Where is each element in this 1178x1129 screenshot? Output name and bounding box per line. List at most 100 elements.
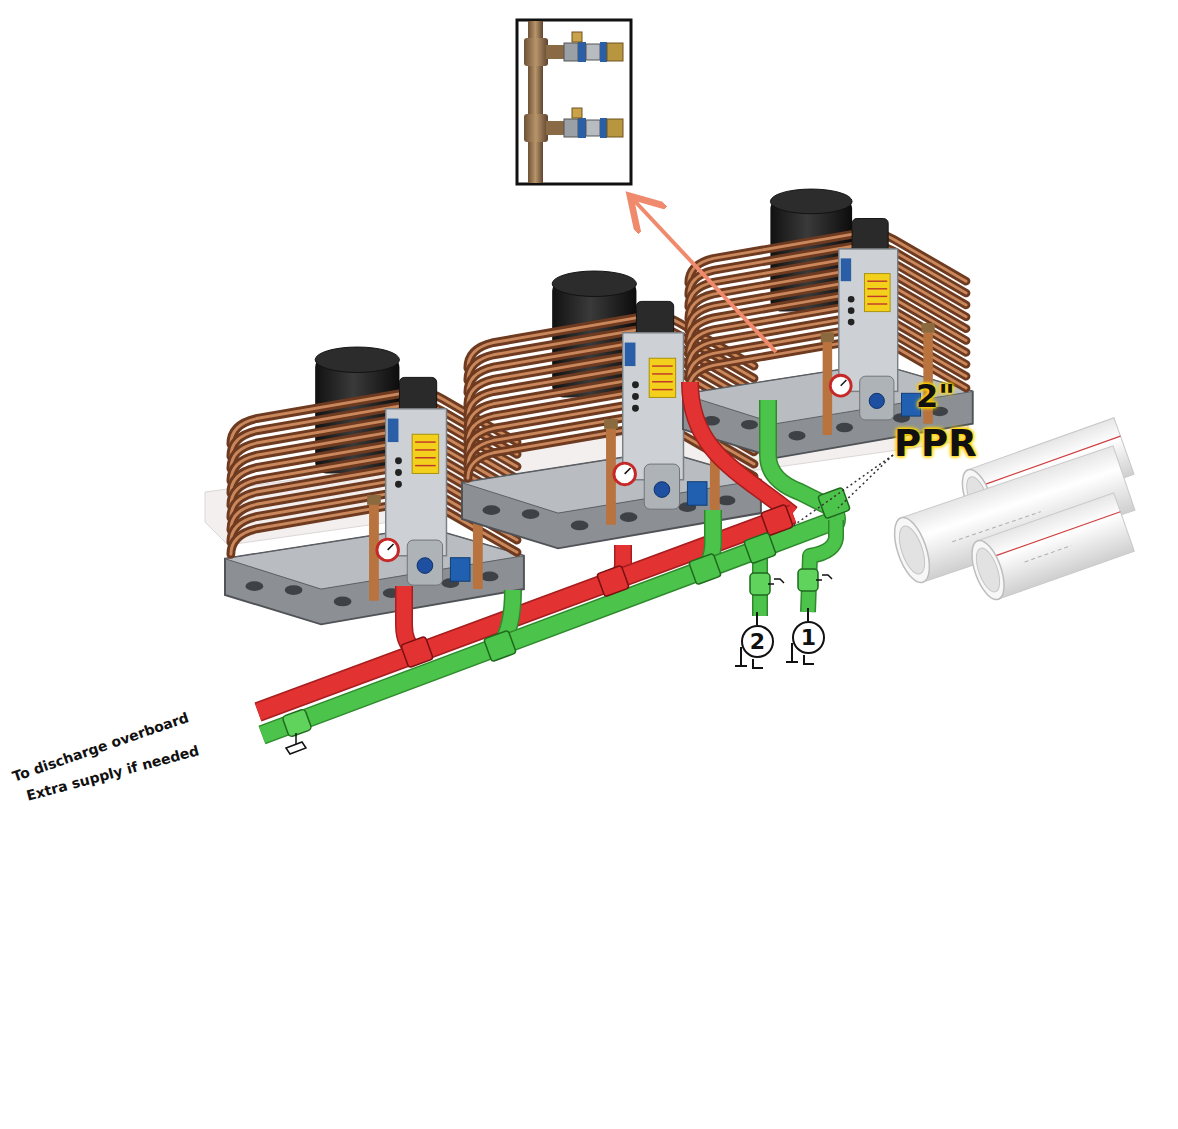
placard-line xyxy=(867,296,887,297)
pressure-gauge xyxy=(614,463,636,485)
control-panel xyxy=(839,249,898,392)
leader-line xyxy=(838,455,893,508)
valve-stem xyxy=(816,579,822,581)
placard-line xyxy=(415,441,436,442)
warning-placard xyxy=(864,274,890,312)
warning-placard xyxy=(412,434,438,473)
valve-handle xyxy=(286,742,306,754)
valve-handle xyxy=(774,579,784,583)
ppr-pipe-end xyxy=(965,536,1010,603)
ball-valve xyxy=(750,573,770,595)
pressure-gauge xyxy=(377,539,399,561)
pump-body xyxy=(407,540,442,585)
valve-body xyxy=(586,120,600,136)
placard-line xyxy=(415,449,436,450)
manifold-tee xyxy=(524,114,548,142)
supply-pipe-outline xyxy=(262,520,836,735)
indicator-dot xyxy=(848,296,855,303)
brass-fitting xyxy=(367,495,381,505)
brass-fitting xyxy=(821,333,834,343)
valve-body xyxy=(586,44,600,60)
brass-fitting xyxy=(921,323,934,333)
blue-tag xyxy=(841,258,851,281)
compressor-top xyxy=(315,347,399,372)
frame-hole xyxy=(334,597,352,607)
pressure-gauge xyxy=(830,375,851,396)
pipe-tee xyxy=(761,504,794,535)
ball-valve xyxy=(282,709,312,738)
pipe-tee xyxy=(818,487,851,518)
frame-hole xyxy=(522,509,540,519)
valve-stem xyxy=(295,733,297,744)
pump-impeller xyxy=(654,482,670,498)
pipe-tee xyxy=(484,630,517,661)
callout-number: 2 xyxy=(750,631,765,653)
blue-tag xyxy=(388,419,399,443)
pump-inlet xyxy=(807,608,809,621)
gauge-needle xyxy=(841,380,847,386)
pipe-tee xyxy=(597,565,630,596)
indicator-dot xyxy=(848,307,855,314)
placard-line xyxy=(867,303,887,304)
gauge-needle xyxy=(388,544,394,550)
valve-ring xyxy=(578,118,586,138)
frame-hole xyxy=(718,496,736,506)
blue-box xyxy=(687,482,707,506)
compressor-top xyxy=(552,271,636,296)
pipe-tee xyxy=(401,636,434,667)
frame-hole xyxy=(741,420,758,430)
valve-ring xyxy=(600,118,607,138)
indicator-dot xyxy=(632,393,639,400)
indicator-dot xyxy=(632,405,639,412)
indicator-dot xyxy=(395,469,402,476)
brass-nut xyxy=(607,119,623,137)
gauge-needle xyxy=(625,468,631,474)
manifold-tee xyxy=(524,38,548,66)
frame-hole xyxy=(788,431,805,441)
flow-note: Extra supply if needed xyxy=(25,743,201,804)
ppr-pipe xyxy=(965,493,1134,604)
pipe-tee xyxy=(744,532,777,563)
pipe-spec: 2" xyxy=(916,379,955,414)
ppr-pipe-bore xyxy=(972,545,1005,594)
pump-base xyxy=(804,655,814,664)
ppr-stripe xyxy=(996,512,1120,556)
chiller-unit xyxy=(683,189,973,458)
frame-hole xyxy=(620,512,638,522)
valve-stem xyxy=(768,583,774,585)
indicator-dot xyxy=(395,457,402,464)
callout-arrow xyxy=(630,196,776,352)
pump-symbol: 1 xyxy=(792,621,825,654)
callout-number: 1 xyxy=(801,627,816,649)
valve-handle xyxy=(822,575,832,579)
indicator-dot xyxy=(395,481,402,488)
control-panel xyxy=(386,409,447,556)
control-panel xyxy=(623,333,684,480)
frame-hole xyxy=(285,585,303,595)
supply-pipe xyxy=(262,520,836,735)
placard-line xyxy=(652,365,673,366)
pump-body xyxy=(644,464,679,509)
ppr-print xyxy=(1025,546,1072,562)
placard-line xyxy=(652,373,673,374)
warning-placard xyxy=(649,358,675,397)
frame-hole xyxy=(481,572,499,582)
supply-pipe xyxy=(808,520,836,612)
pump-symbol: 2 xyxy=(741,625,774,658)
valve-ring xyxy=(600,42,607,62)
pump-base xyxy=(753,659,763,668)
placard-line xyxy=(415,465,436,466)
placard-line xyxy=(867,280,887,281)
compressor-top xyxy=(770,189,852,214)
indicator-dot xyxy=(848,319,855,326)
manifold-branch xyxy=(546,121,564,135)
manifold-inset xyxy=(524,21,623,183)
pump-impeller xyxy=(417,558,433,574)
supply-pipe-outline xyxy=(808,520,836,612)
placard-line xyxy=(867,288,887,289)
valve-cap xyxy=(572,108,582,118)
ppr-pipe-end xyxy=(888,513,937,587)
pump-body xyxy=(860,376,894,420)
